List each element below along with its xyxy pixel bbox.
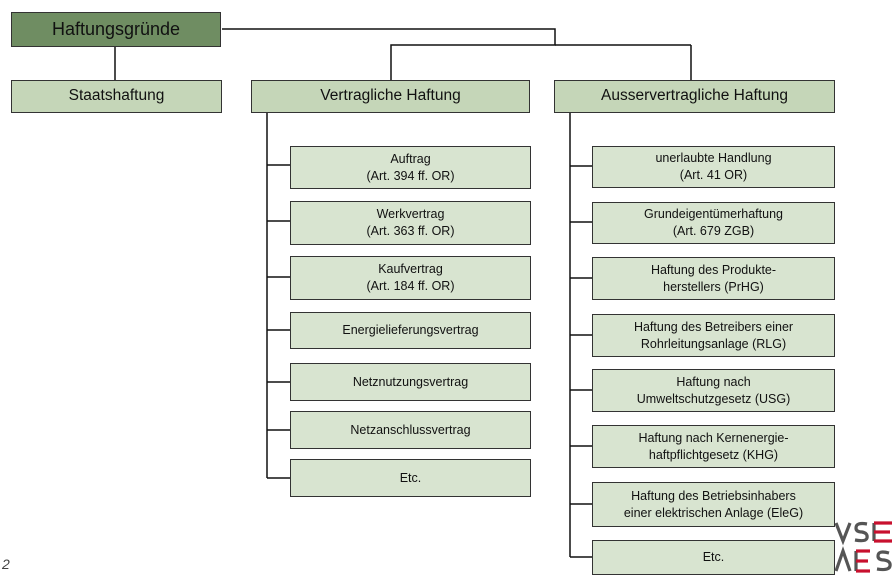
vse-aes-logo-icon (834, 521, 892, 573)
ausser-item: Haftung nach Kernenergie- haftpflichtges… (592, 425, 835, 468)
branch-ausservertragliche-haftung: Ausservertragliche Haftung (554, 80, 835, 113)
vertrag-item: Kaufvertrag (Art. 184 ff. OR) (290, 256, 531, 300)
ausser-item: unerlaubte Handlung (Art. 41 OR) (592, 146, 835, 188)
ausser-item: Haftung nach Umweltschutzgesetz (USG) (592, 369, 835, 412)
vertrag-item: Auftrag (Art. 394 ff. OR) (290, 146, 531, 189)
vertrag-item: Energielieferungsvertrag (290, 312, 531, 349)
branch-vertragliche-haftung: Vertragliche Haftung (251, 80, 530, 113)
page-number: 2 (2, 556, 10, 572)
ausser-item: Haftung des Betriebsinhabers einer elekt… (592, 482, 835, 527)
ausser-item: Grundeigentümerhaftung (Art. 679 ZGB) (592, 202, 835, 244)
root-node: Haftungsgründe (11, 12, 221, 47)
vertrag-item: Etc. (290, 459, 531, 497)
ausser-item: Haftung des Produkte- herstellers (PrHG) (592, 257, 835, 300)
vertrag-item: Netznutzungsvertrag (290, 363, 531, 401)
ausser-item: Haftung des Betreibers einer Rohrleitung… (592, 314, 835, 357)
vertrag-item: Werkvertrag (Art. 363 ff. OR) (290, 201, 531, 245)
vertrag-item: Netzanschlussvertrag (290, 411, 531, 449)
branch-staatshaftung: Staatshaftung (11, 80, 222, 113)
ausser-item: Etc. (592, 540, 835, 575)
